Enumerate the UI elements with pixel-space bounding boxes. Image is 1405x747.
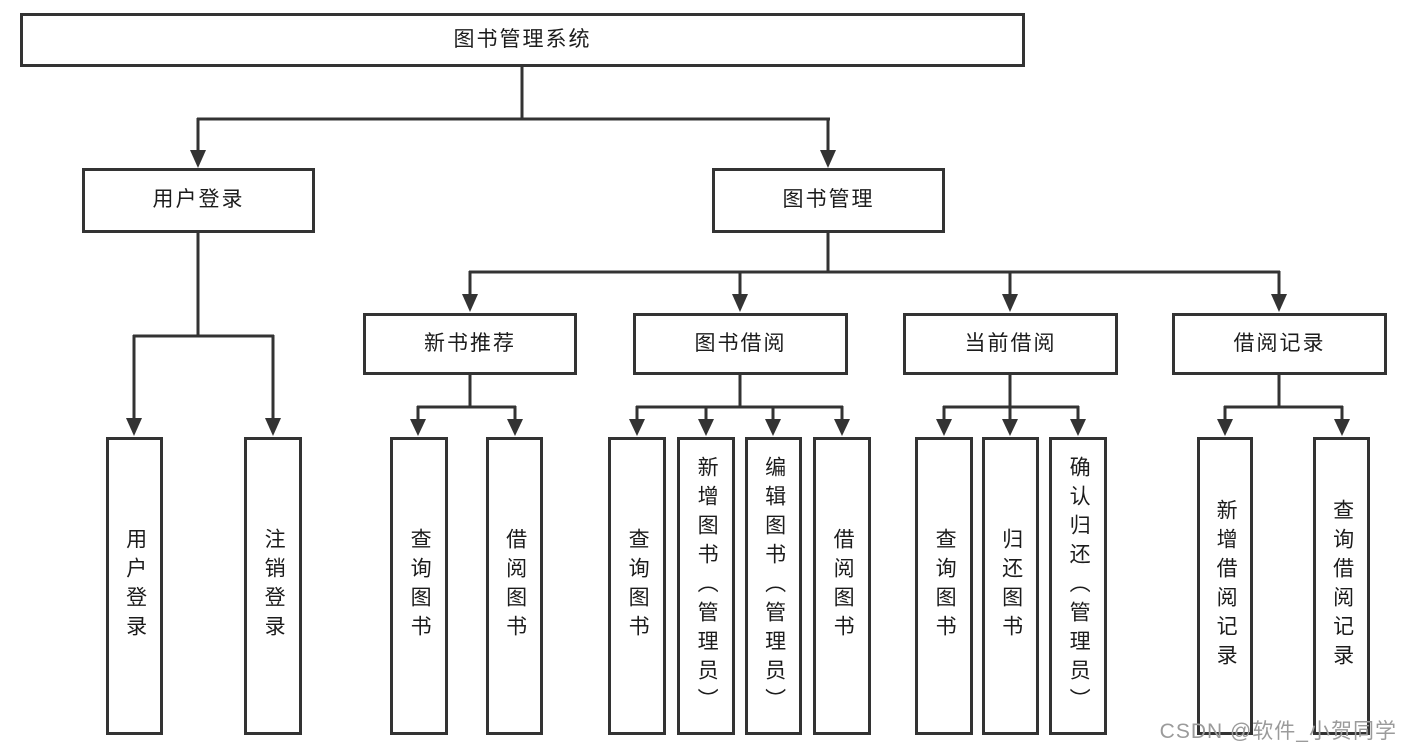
node-leaf-borrow-books-recommend: 借阅图书 bbox=[486, 437, 543, 735]
node-leaf-borrow-books-borrow-label: 借阅图书 bbox=[831, 528, 855, 644]
node-leaf-query-books-borrow-label: 查询图书 bbox=[626, 528, 650, 644]
node-book-management-label: 图书管理 bbox=[782, 188, 875, 212]
node-new-book-recommendation: 新书推荐 bbox=[363, 313, 577, 375]
node-new-book-recommendation-label: 新书推荐 bbox=[424, 331, 516, 355]
node-root: 图书管理系统 bbox=[20, 13, 1025, 67]
node-leaf-query-books-borrow: 查询图书 bbox=[608, 437, 666, 735]
node-leaf-query-borrow-record-label: 查询借阅记录 bbox=[1330, 499, 1354, 673]
node-leaf-query-books-current-label: 查询图书 bbox=[933, 528, 957, 644]
node-leaf-query-books-recommend-label: 查询图书 bbox=[408, 528, 432, 644]
node-leaf-query-books-current: 查询图书 bbox=[915, 437, 973, 735]
node-leaf-add-book-admin: 新增图书（管理员） bbox=[677, 437, 735, 735]
node-book-borrowing: 图书借阅 bbox=[633, 313, 848, 375]
node-leaf-user-login: 用户登录 bbox=[106, 437, 163, 735]
node-leaf-edit-book-admin: 编辑图书（管理员） bbox=[745, 437, 802, 735]
node-root-label: 图书管理系统 bbox=[453, 27, 592, 51]
csdn-watermark: CSDN @软件_小贺同学 bbox=[1159, 720, 1397, 743]
node-leaf-return-book-label: 归还图书 bbox=[999, 528, 1023, 644]
node-book-management: 图书管理 bbox=[712, 168, 945, 233]
node-leaf-query-books-recommend: 查询图书 bbox=[390, 437, 448, 735]
node-leaf-confirm-return-admin-label: 确认归还（管理员） bbox=[1067, 455, 1091, 717]
node-leaf-borrow-books-recommend-label: 借阅图书 bbox=[503, 528, 527, 644]
node-leaf-borrow-books-borrow: 借阅图书 bbox=[813, 437, 871, 735]
node-leaf-edit-book-admin-label: 编辑图书（管理员） bbox=[762, 455, 786, 717]
node-leaf-user-login-label: 用户登录 bbox=[123, 528, 147, 644]
node-leaf-add-borrow-record: 新增借阅记录 bbox=[1197, 437, 1253, 735]
node-user-login-label: 用户登录 bbox=[152, 188, 245, 212]
node-borrowing-records: 借阅记录 bbox=[1172, 313, 1387, 375]
node-borrowing-records-label: 借阅记录 bbox=[1233, 331, 1326, 355]
node-leaf-logout: 注销登录 bbox=[244, 437, 302, 735]
node-leaf-add-borrow-record-label: 新增借阅记录 bbox=[1214, 499, 1238, 673]
node-leaf-return-book: 归还图书 bbox=[982, 437, 1039, 735]
node-user-login: 用户登录 bbox=[82, 168, 315, 233]
node-leaf-logout-label: 注销登录 bbox=[262, 528, 286, 644]
node-book-borrowing-label: 图书借阅 bbox=[694, 331, 787, 355]
node-leaf-query-borrow-record: 查询借阅记录 bbox=[1313, 437, 1370, 735]
node-leaf-confirm-return-admin: 确认归还（管理员） bbox=[1049, 437, 1107, 735]
node-current-borrowing: 当前借阅 bbox=[903, 313, 1118, 375]
node-leaf-add-book-admin-label: 新增图书（管理员） bbox=[695, 455, 719, 717]
node-current-borrowing-label: 当前借阅 bbox=[964, 331, 1057, 355]
